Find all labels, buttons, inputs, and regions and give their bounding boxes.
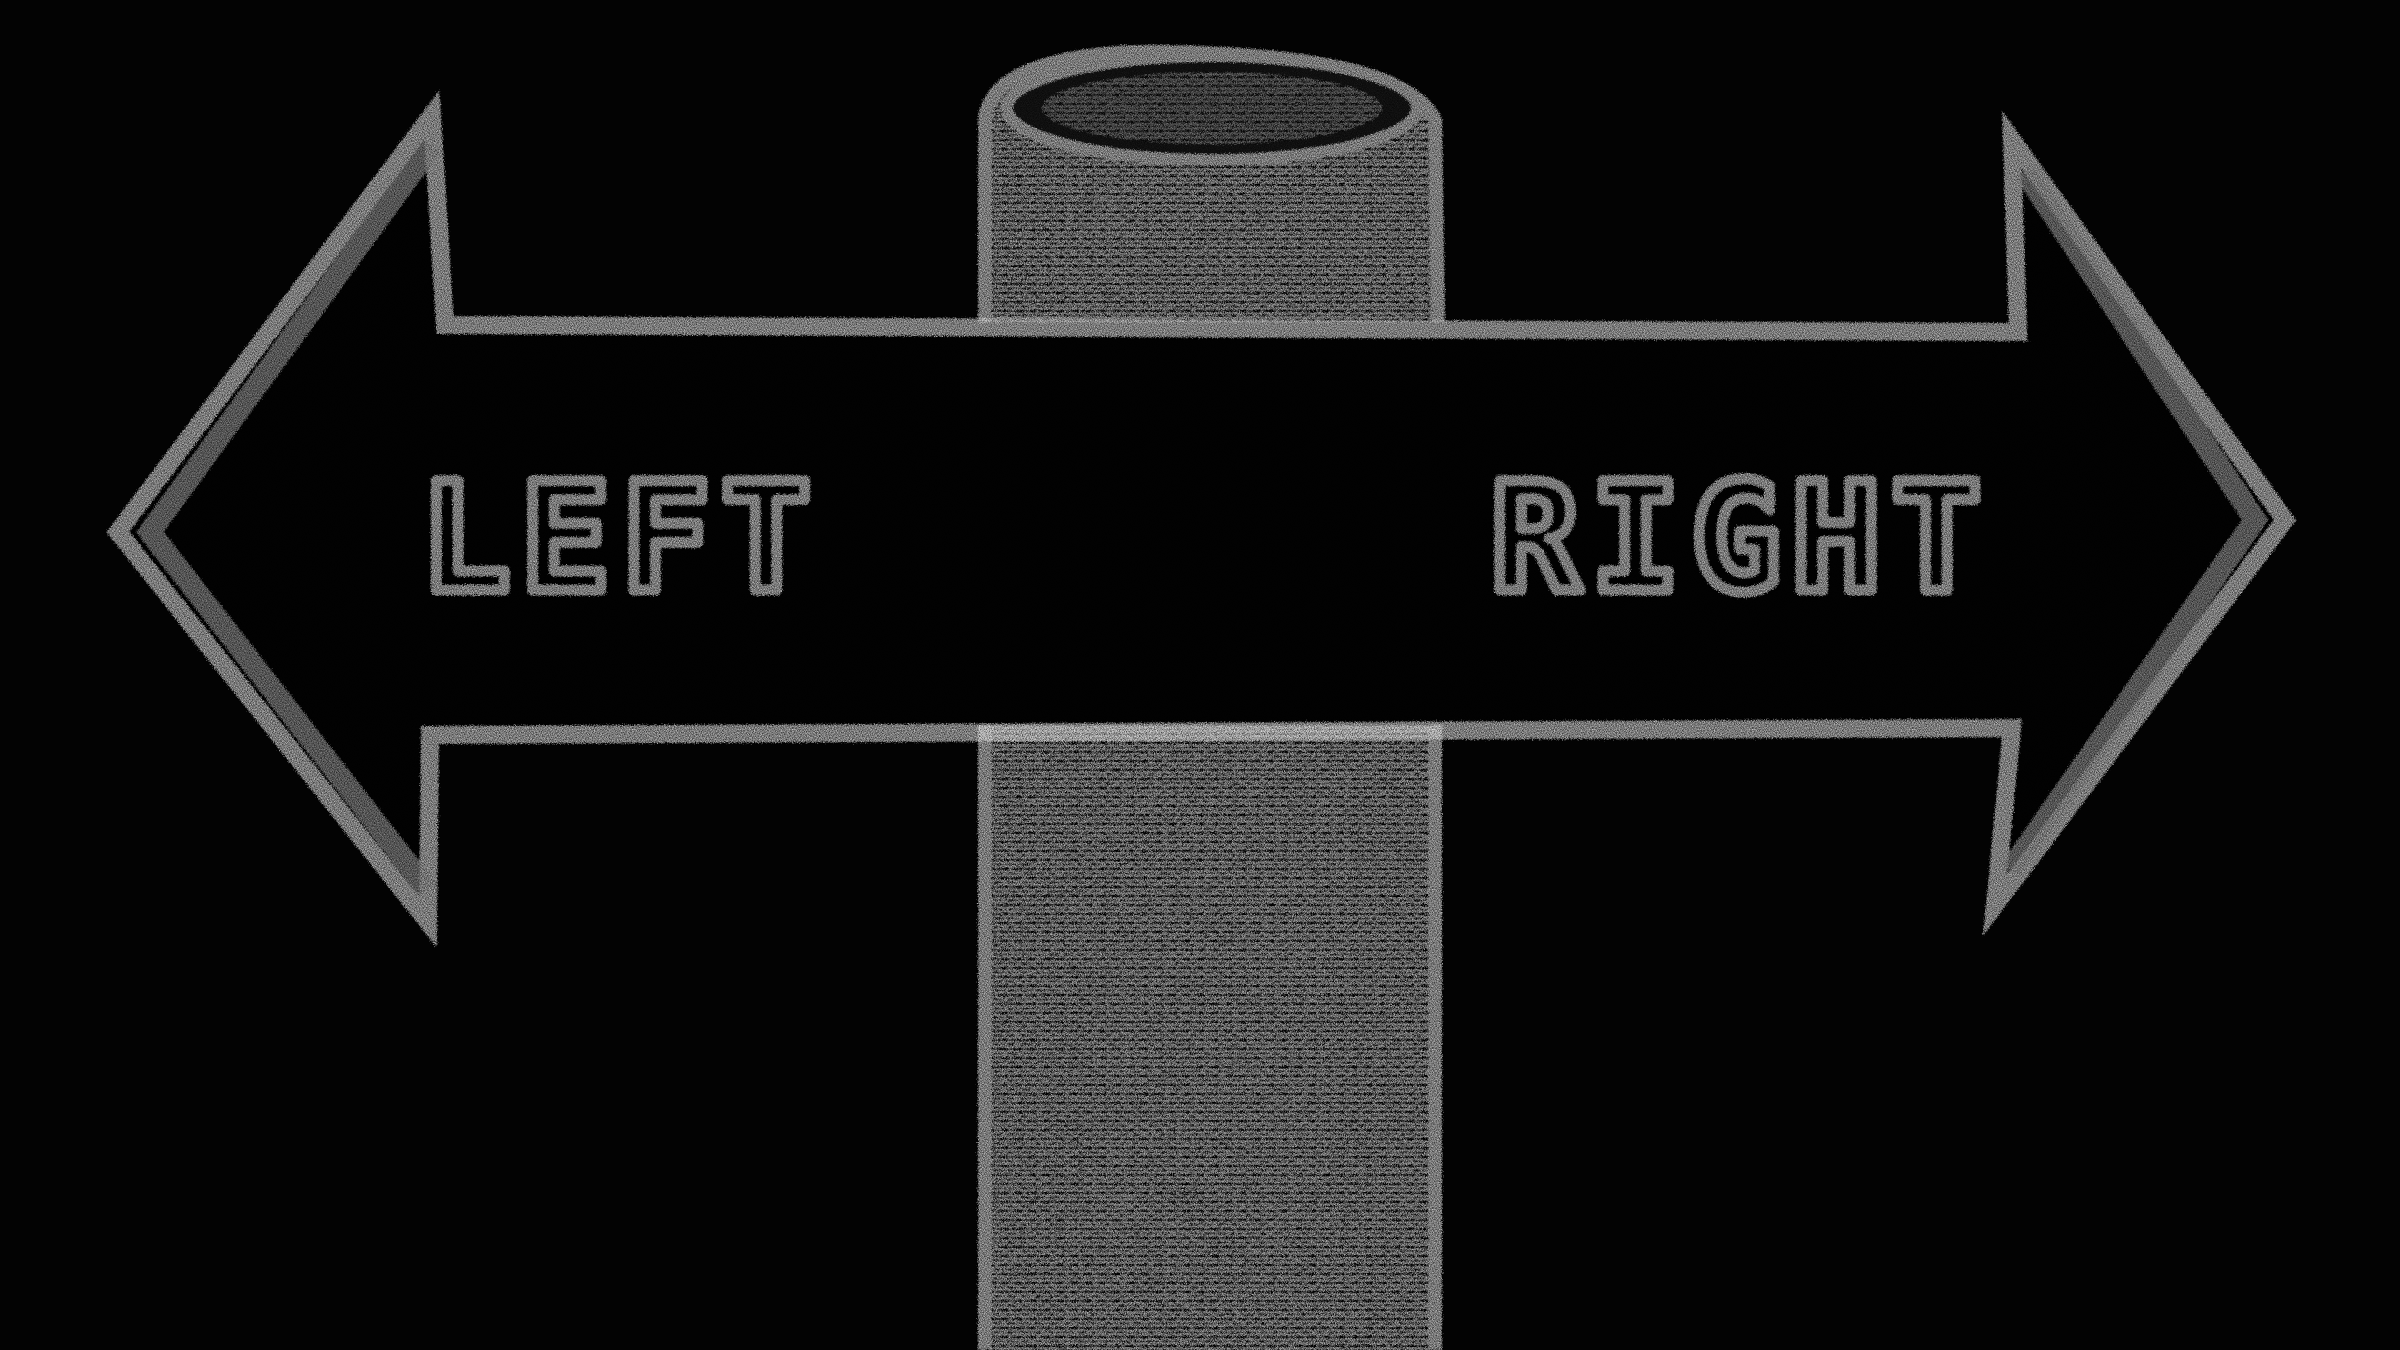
post-top (978, 44, 1445, 323)
left-label: LEFT (420, 452, 821, 626)
double-arrow-board (106, 90, 2297, 948)
post-bottom (978, 725, 1442, 1350)
right-label: RIGHT (1490, 452, 1992, 626)
